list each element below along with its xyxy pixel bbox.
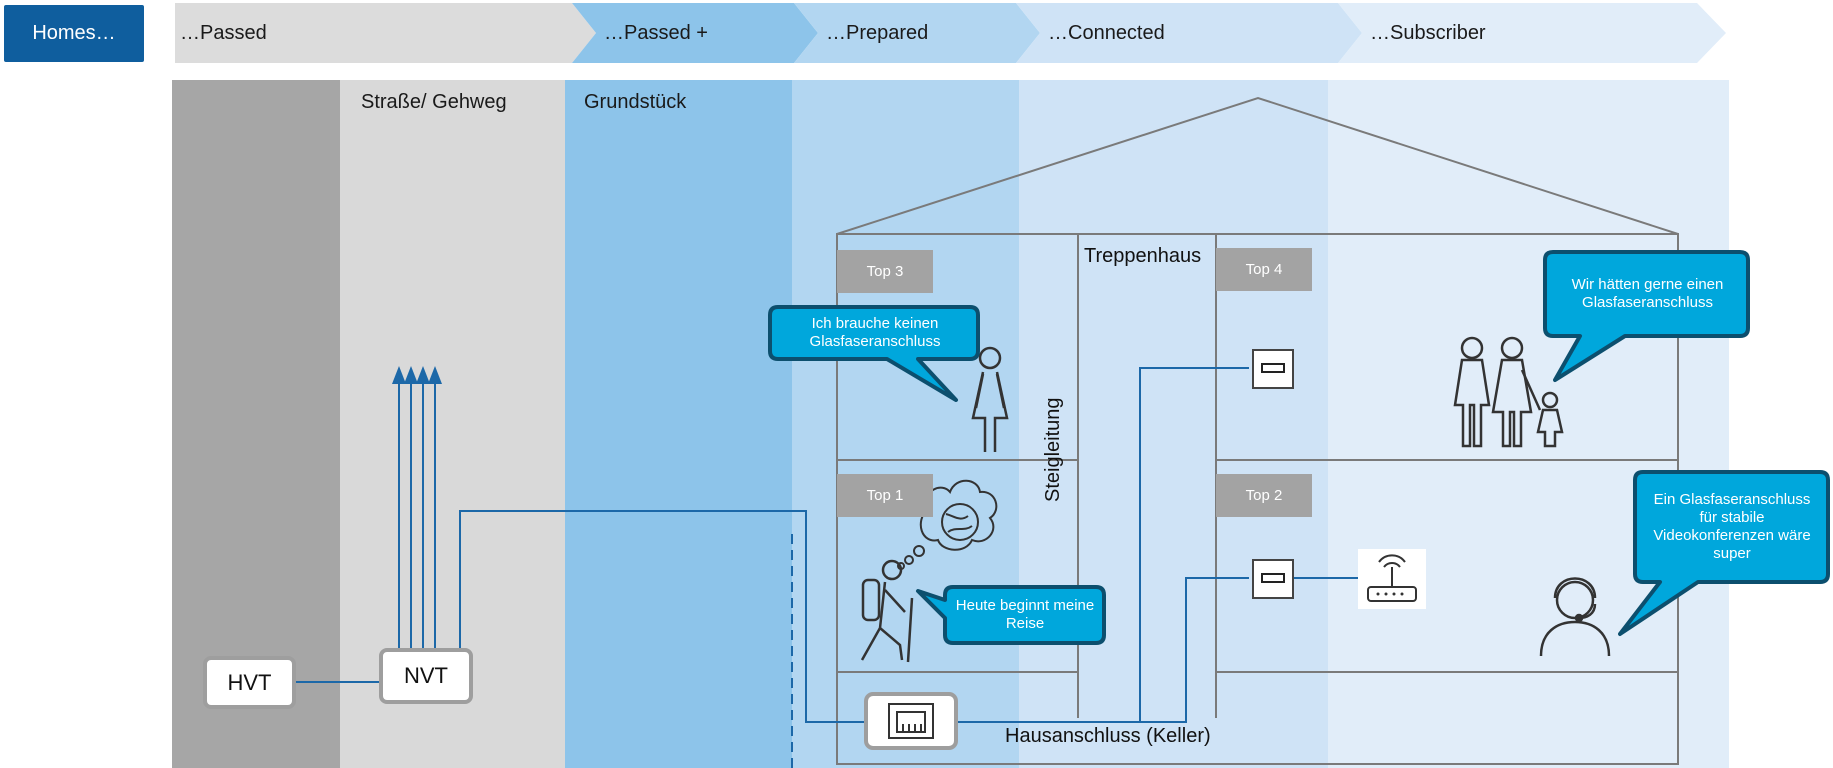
router-icon: [1358, 549, 1426, 609]
band-prepared: [792, 80, 1019, 768]
nvt-box: NVT: [379, 648, 473, 704]
property-label: Grundstück: [584, 91, 687, 113]
family-icon: [1453, 336, 1564, 448]
unit-tag-top4: Top 4: [1216, 248, 1312, 291]
stage-prepared: …Prepared: [826, 21, 929, 44]
unit-tag-top2: Top 2: [1216, 474, 1312, 517]
bubble-video: [1618, 470, 1830, 636]
band-exchange: [172, 80, 340, 768]
ethernet-port-icon: [864, 692, 958, 750]
band-property: [565, 80, 792, 768]
homes-label: Homes…: [4, 5, 144, 62]
unit-tag-top1: Top 1: [837, 474, 933, 517]
street-label: Straße/ Gehweg: [361, 91, 507, 113]
thought-cloud-icon: [897, 479, 998, 570]
band-connected: [1019, 80, 1328, 768]
unit-tag-top3: Top 3: [837, 250, 933, 293]
stage-passed: …Passed: [180, 21, 267, 44]
stage-passed-plus: …Passed +: [604, 21, 708, 44]
stairwell-label: Treppenhaus: [1084, 245, 1202, 267]
hiker-icon: [860, 559, 914, 663]
bubble-family: [1543, 250, 1750, 382]
band-subscriber: [1328, 80, 1729, 768]
bubble-no-fiber-text: Ich brauche keinen Glasfaseranschluss: [809, 315, 941, 350]
hvt-box: HVT: [203, 656, 296, 709]
stage-subscriber: …Subscriber: [1370, 21, 1486, 44]
bubble-journey: [916, 585, 1106, 645]
bubble-family-text: Wir hätten gerne einen Glasfaseranschlus…: [1571, 276, 1724, 311]
headset-user-icon: [1539, 577, 1611, 657]
socket-icon: [1252, 349, 1294, 389]
stage-connected: …Connected: [1048, 21, 1165, 44]
riser-label: Steigleitung: [1042, 397, 1064, 502]
bubble-no-fiber: [768, 305, 980, 402]
basement-label: Hausanschluss (Keller): [1005, 725, 1211, 747]
woman-icon: [971, 346, 1009, 452]
bubble-video-text: Ein Glasfaseranschluss für stabile Video…: [1653, 491, 1811, 562]
socket-icon: [1252, 559, 1294, 599]
bubble-journey-text: Heute beginnt meine Reise: [955, 597, 1095, 632]
